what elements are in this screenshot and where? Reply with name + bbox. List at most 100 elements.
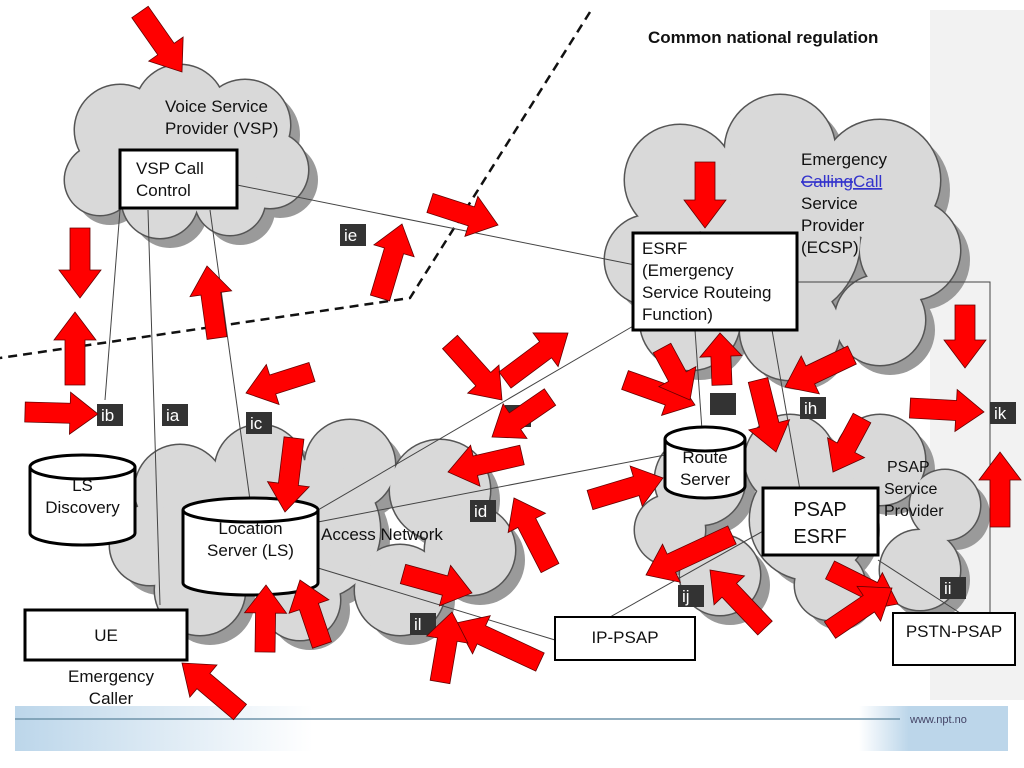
red-arrow: [507, 497, 560, 574]
footer-band: [15, 706, 1008, 751]
vsp-cloud-label: Voice Service Provider (VSP): [165, 97, 278, 138]
red-arrow: [978, 451, 1022, 528]
pstn-psap-box: PSTN-PSAP: [892, 612, 1016, 666]
red-arrow: [58, 227, 102, 299]
regulation-boundary: [0, 11, 592, 360]
red-arrow: [652, 342, 697, 401]
red-arrow: [24, 391, 99, 436]
red-arrow: [266, 436, 311, 513]
interface-label-ii: ii: [940, 577, 966, 599]
svg-text:ESRF: ESRF: [642, 239, 687, 258]
red-arrow: [827, 412, 872, 473]
svg-text:Route: Route: [682, 448, 727, 467]
access-network-label: Access Network: [321, 525, 443, 544]
red-arrow: [645, 525, 737, 583]
red-arrow: [131, 5, 184, 73]
red-arrow: [784, 345, 857, 395]
svg-text:ib: ib: [101, 406, 114, 425]
svg-text:PSAP: PSAP: [887, 459, 930, 476]
red-arrow: [441, 334, 503, 401]
svg-text:Emergency: Emergency: [801, 150, 887, 169]
red-arrow: [425, 611, 469, 685]
svg-text:Service Routeing: Service Routeing: [642, 283, 771, 302]
svg-text:Voice Service: Voice Service: [165, 97, 268, 116]
emergency-caller-label: Emergency Caller: [68, 667, 154, 708]
interface-label-ih: ih: [800, 397, 826, 419]
interface-label-ie: ie: [340, 224, 366, 246]
interface-label-ij: ij: [678, 585, 704, 607]
svg-text:Emergency: Emergency: [68, 667, 154, 686]
svg-text:Service: Service: [884, 481, 937, 498]
ip-psap-box: IP-PSAP: [554, 616, 696, 661]
connections: [104, 184, 991, 641]
ue-box: UE: [23, 608, 189, 662]
red-arrow: [245, 361, 316, 406]
svg-text:ie: ie: [344, 226, 357, 245]
red-arrow: [943, 304, 987, 369]
red-arrow: [586, 465, 664, 511]
red-arrow: [491, 388, 557, 439]
red-arrow: [426, 192, 499, 237]
footer-url: www.npt.no: [909, 714, 967, 726]
svg-text:il: il: [414, 615, 422, 634]
svg-text:Location: Location: [218, 519, 282, 538]
arrows: [24, 5, 1022, 721]
vsp-call-control-box: VSP Call Control: [118, 148, 239, 210]
svg-text:ii: ii: [944, 579, 952, 598]
red-arrow: [53, 311, 97, 386]
svg-text:Server (LS): Server (LS): [207, 541, 294, 560]
red-arrow: [683, 161, 727, 229]
red-arrow: [455, 615, 545, 672]
red-arrow: [699, 332, 743, 386]
interface-label-il: il: [410, 613, 436, 635]
red-arrow: [181, 662, 248, 721]
esrf-box: ESRF (Emergency Service Routeing Functio…: [631, 231, 799, 332]
red-arrow: [369, 223, 415, 302]
heading: Common national regulation: [648, 28, 878, 47]
svg-text:Control: Control: [136, 181, 191, 200]
red-arrow: [399, 563, 473, 607]
svg-text:ik: ik: [994, 404, 1007, 423]
interface-label-id: id: [470, 500, 496, 522]
red-arrow: [823, 585, 893, 639]
svg-text:ij: ij: [682, 587, 690, 606]
svg-text:ia: ia: [166, 406, 180, 425]
svg-text:Caller: Caller: [89, 689, 134, 708]
psap-sp-label: PSAP Service Provider: [884, 459, 944, 520]
psap-esrf-box: PSAP ESRF: [761, 486, 880, 557]
interface-label-ik: ik: [990, 402, 1016, 424]
red-arrow: [243, 584, 288, 653]
interface-label-ia: ia: [162, 404, 188, 426]
red-arrow: [498, 332, 569, 389]
svg-text:CallingCall: CallingCall: [801, 172, 882, 191]
svg-text:Discovery: Discovery: [45, 498, 120, 517]
red-arrow: [189, 265, 233, 340]
svg-text:id: id: [474, 502, 487, 521]
svg-text:(Emergency: (Emergency: [642, 261, 734, 280]
red-arrow: [709, 569, 773, 636]
svg-text:ic: ic: [250, 414, 263, 433]
red-arrow: [747, 377, 791, 453]
ecsp-cloud-label: Emergency CallingCall Service Provider (…: [801, 150, 887, 257]
svg-text:(ECSP): (ECSP): [801, 238, 859, 257]
svg-text:ESRF: ESRF: [793, 526, 846, 548]
svg-text:Provider (VSP): Provider (VSP): [165, 119, 278, 138]
svg-text:PSTN-PSAP: PSTN-PSAP: [906, 622, 1002, 641]
interface-label: [710, 393, 736, 415]
red-arrow: [288, 579, 332, 649]
svg-text:UE: UE: [94, 626, 118, 645]
svg-text:PSAP: PSAP: [793, 499, 846, 521]
svg-text:Provider: Provider: [884, 503, 944, 520]
red-arrow: [447, 444, 525, 487]
interface-label-ib: ib: [97, 404, 123, 426]
svg-text:Provider: Provider: [801, 216, 865, 235]
interface-label-ic: ic: [246, 412, 272, 434]
svg-text:Server: Server: [680, 470, 730, 489]
svg-text:LS: LS: [72, 476, 93, 495]
svg-text:Function): Function): [642, 305, 713, 324]
red-arrow: [909, 388, 985, 433]
svg-text:ih: ih: [804, 399, 817, 418]
